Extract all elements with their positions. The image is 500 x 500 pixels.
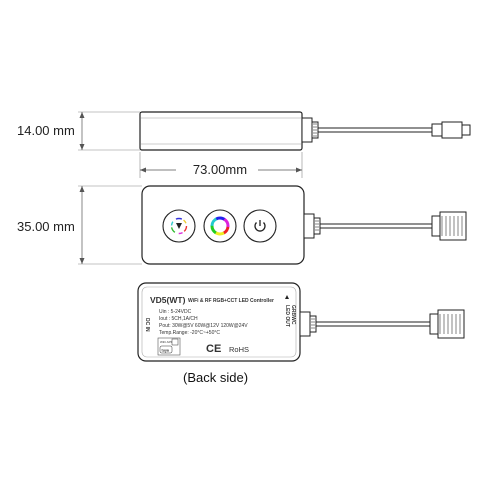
top-connector: [431, 211, 467, 241]
led-out-arrow: [285, 295, 289, 299]
width-dimension-label: 73.00mm: [193, 162, 247, 177]
top-view: 35.00 mm: [17, 185, 467, 265]
qr-icon: [171, 338, 179, 346]
product-title: WiFi & RF RGB+CCT LED Controller: [188, 298, 274, 304]
color-wheel-button: [203, 209, 237, 243]
side-view: 14.00 mm: [17, 111, 471, 151]
back-connector: [429, 309, 465, 339]
rohs-mark: RoHS: [229, 345, 249, 354]
tuya-logo: [159, 345, 173, 354]
power-icon: [254, 222, 266, 232]
spec-uin: Uin : 5-24VDC: [159, 309, 192, 315]
spec-pout: Pout: 30W@5V 60W@12V 120W@24V: [159, 323, 248, 329]
spec-iout: Iout : 5CH,1A/CH: [159, 316, 198, 322]
side-connector: [431, 121, 471, 139]
led-out-label: LED OUT: [284, 305, 290, 327]
pin-order: GRBWC: [290, 305, 296, 325]
ce-mark: CE: [206, 343, 221, 355]
model-label: VD5(WT): [150, 295, 186, 305]
power-button: [243, 209, 277, 243]
back-view: VD5(WT) WiFi & RF RGB+CCT LED Controller…: [137, 282, 465, 362]
depth-dimension-label: 35.00 mm: [17, 219, 75, 234]
width-dimension: 73.00mm: [139, 152, 303, 178]
app-caption: WiFi APP: [160, 340, 173, 344]
spec-temp: Temp.Range: -20°C~+50°C: [159, 330, 220, 336]
tuya-label: tuya: [162, 348, 170, 352]
dc-in-label: DC IN: [144, 318, 150, 332]
mode-button: [162, 209, 196, 243]
play-icon: [176, 223, 182, 229]
back-side-caption: (Back side): [183, 370, 248, 385]
height-dimension-label: 14.00 mm: [17, 123, 75, 138]
app-qr-block: WiFi APP tuya: [157, 337, 181, 356]
